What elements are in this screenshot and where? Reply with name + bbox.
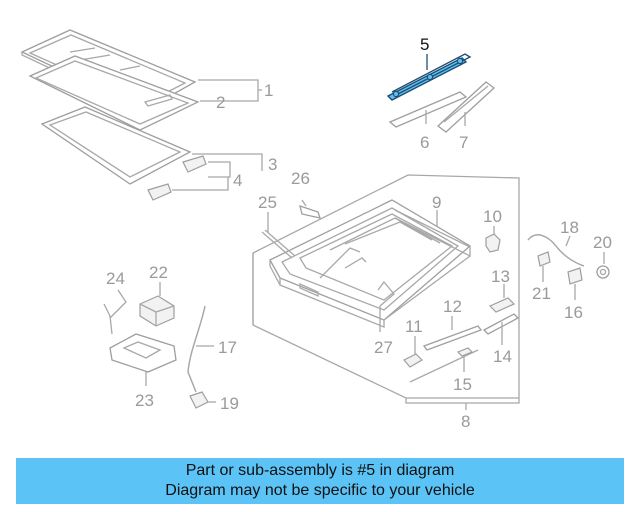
callout-25: 25 — [258, 193, 277, 212]
callout-1: 1 — [264, 81, 273, 100]
callout-23: 23 — [135, 391, 154, 410]
callout-17: 17 — [218, 338, 237, 357]
leader-lines-top-left — [172, 79, 263, 191]
callout-4: 4 — [233, 171, 242, 190]
hose-part-18 — [527, 234, 585, 267]
leader-8 — [405, 398, 520, 410]
callout-21: 21 — [532, 284, 551, 303]
rail-part-6 — [388, 91, 468, 128]
callout-26: 26 — [291, 169, 310, 188]
banner-line-1: Part or sub-assembly is #5 in diagram — [185, 462, 455, 479]
bracket-part-4a — [182, 155, 207, 173]
bracket-part-4b — [147, 183, 172, 201]
hose-part-17 — [187, 305, 214, 393]
part-14 — [482, 313, 520, 345]
clip-part-21 — [537, 251, 551, 282]
callout-3: 3 — [268, 155, 277, 174]
info-banner: Part or sub-assembly is #5 in diagram Di… — [16, 458, 624, 504]
glass-frame-part-2 — [28, 55, 200, 131]
part-11 — [403, 336, 423, 368]
callout-14: 14 — [493, 347, 512, 366]
plug-part-19 — [189, 391, 216, 409]
callout-13: 13 — [491, 267, 510, 286]
callout-15: 15 — [453, 375, 472, 394]
rail-part-5-highlighted — [386, 53, 472, 101]
callout-9: 9 — [432, 193, 441, 212]
callout-20: 20 — [593, 233, 612, 252]
callout-8: 8 — [461, 412, 470, 431]
callout-5: 5 — [420, 35, 429, 54]
bracket-part-23 — [109, 333, 177, 386]
callout-18: 18 — [560, 218, 579, 237]
sunroof-frame-assembly — [252, 174, 520, 399]
parts-diagram: 1 2 3 4 5 6 7 8 9 10 11 12 13 14 15 16 1… — [20, 29, 612, 431]
clamp-part-20 — [596, 252, 610, 279]
callout-16: 16 — [564, 303, 583, 322]
callout-10: 10 — [483, 207, 502, 226]
callout-11: 11 — [405, 317, 423, 336]
part-13 — [488, 284, 516, 313]
callout-12: 12 — [443, 297, 462, 316]
drain-part-25 — [261, 212, 296, 259]
callout-24: 24 — [106, 269, 125, 288]
callout-6: 6 — [420, 133, 429, 152]
cap-part-16 — [567, 267, 583, 300]
callout-19: 19 — [220, 394, 239, 413]
callout-27: 27 — [374, 338, 393, 357]
module-part-22 — [139, 282, 175, 327]
callout-22: 22 — [149, 263, 168, 282]
callout-2: 2 — [216, 93, 225, 112]
motor-part-10 — [485, 226, 501, 253]
part-15 — [409, 347, 479, 383]
part-12 — [422, 316, 483, 351]
callout-7: 7 — [459, 133, 468, 152]
part-27 — [377, 280, 395, 332]
banner-line-2: Diagram may not be specific to your vehi… — [165, 482, 475, 499]
cable-part-24 — [103, 289, 127, 335]
rail-part-7 — [436, 81, 496, 133]
seal-frame-part-3 — [40, 106, 192, 185]
clip-part-26 — [299, 199, 321, 219]
